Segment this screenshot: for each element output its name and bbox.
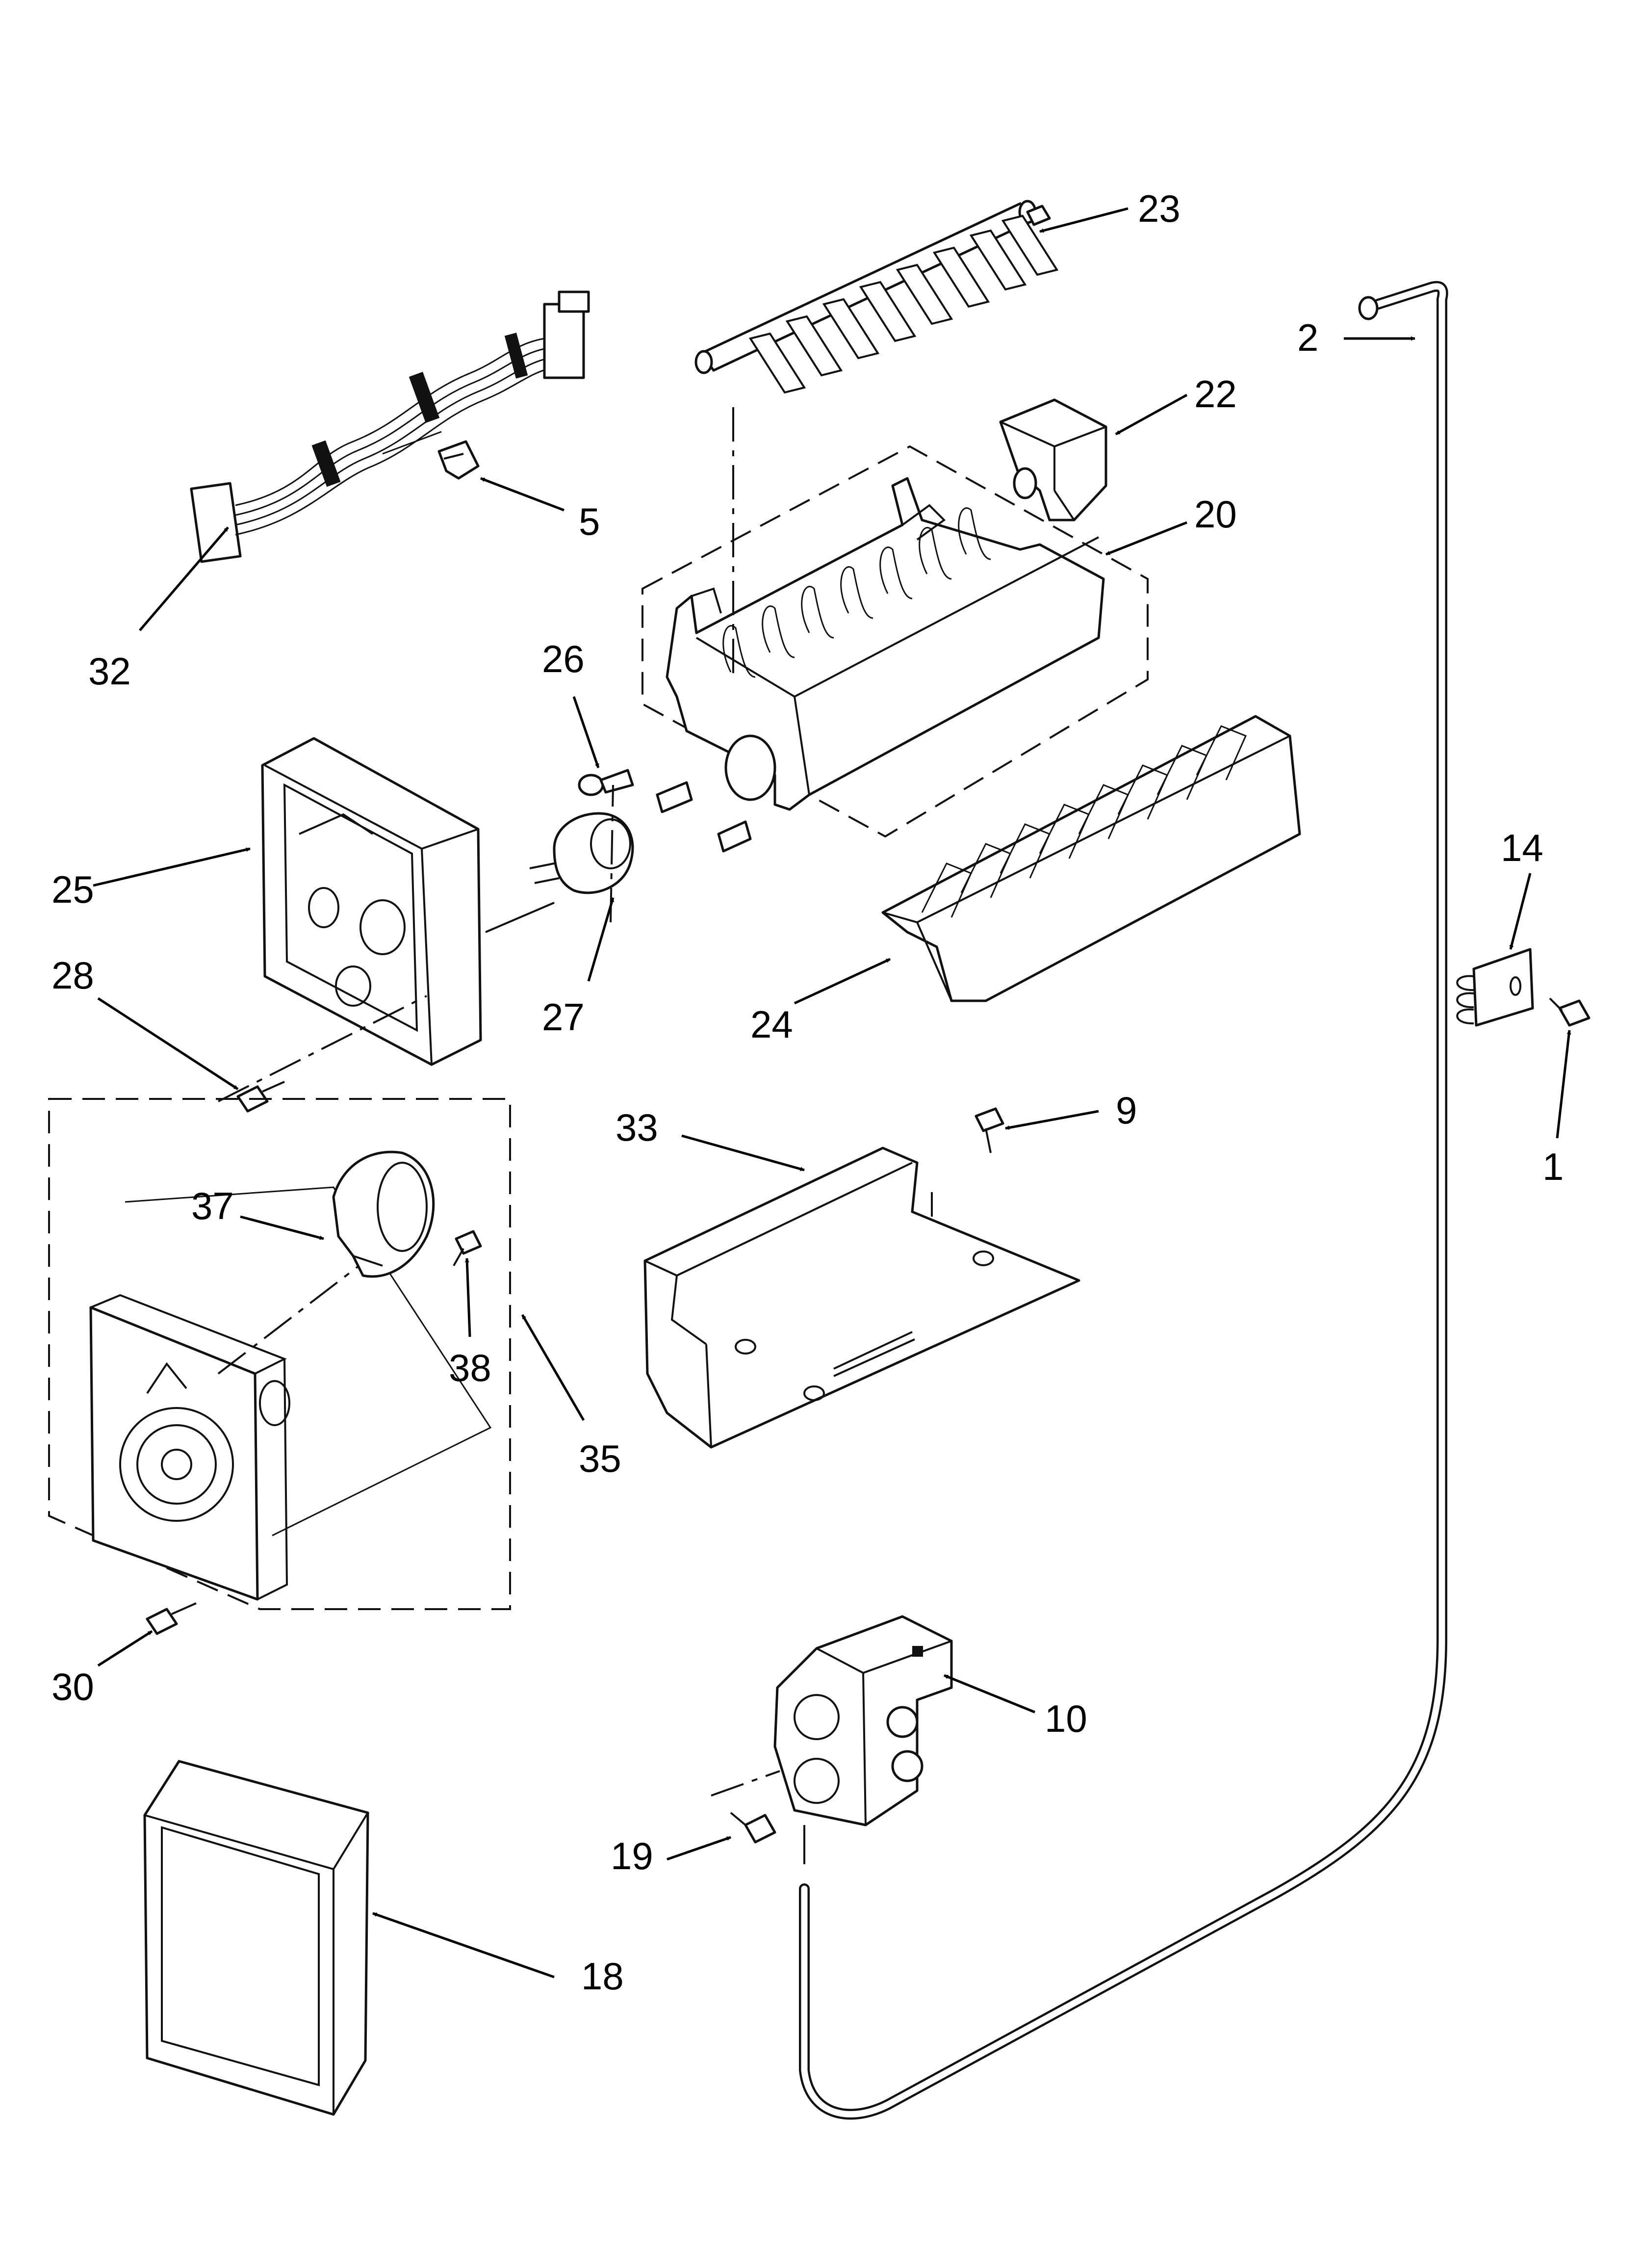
- callout-5: 5: [579, 500, 600, 543]
- leader-25: [93, 847, 251, 887]
- leader-18: [372, 1912, 555, 1979]
- part-28-screw: [236, 1081, 285, 1113]
- part-35-module-assembly: [48, 995, 511, 1610]
- part-37-motor: [332, 1150, 435, 1278]
- leader-22: [1115, 393, 1188, 436]
- part-25-control-housing: [261, 737, 555, 1066]
- leader-20: [1105, 521, 1187, 556]
- leader-37: [240, 1215, 324, 1240]
- part-24-ice-stripper: [881, 715, 1301, 1002]
- callout-22: 22: [1194, 372, 1237, 416]
- leader-28: [97, 997, 239, 1091]
- part-10-water-valve: [773, 1615, 953, 1864]
- callout-30: 30: [51, 1665, 94, 1708]
- part-30-screw: [146, 1602, 197, 1635]
- part-5-clip: [437, 440, 480, 480]
- part-20-ice-mold: [641, 445, 1149, 853]
- callout-9: 9: [1116, 1089, 1137, 1132]
- part-27-thermostat: [529, 812, 634, 894]
- callout-19: 19: [611, 1834, 653, 1877]
- leader-14: [1509, 873, 1532, 950]
- callout-10: 10: [1045, 1697, 1087, 1740]
- callout-14: 14: [1501, 826, 1543, 869]
- leader-9: [1005, 1110, 1099, 1130]
- leader-32: [139, 526, 229, 631]
- part-9-screw: [975, 1107, 1004, 1153]
- leader-38: [464, 1258, 471, 1337]
- part-19-screw: [730, 1812, 776, 1844]
- callout-1: 1: [1542, 1145, 1564, 1188]
- leader-lines: [93, 207, 1571, 1979]
- callout-labels: 23 2 22 20 5 32 26 27 25 28 14 24 1 9 33…: [51, 187, 1564, 1998]
- alignment-line: [711, 1770, 780, 1797]
- part-22-fill-cup: [999, 398, 1107, 521]
- leader-10: [944, 1674, 1035, 1714]
- leader-24: [794, 958, 891, 1005]
- callout-27: 27: [542, 995, 585, 1039]
- part-33-cover: [643, 1147, 1080, 1449]
- leader-33: [681, 1134, 805, 1172]
- part-23-ejector-blade: [694, 200, 1059, 394]
- leader-23: [1039, 207, 1129, 233]
- callout-2: 2: [1297, 316, 1318, 359]
- callout-18: 18: [581, 1955, 624, 1998]
- callout-33: 33: [616, 1106, 658, 1149]
- callout-32: 32: [88, 650, 131, 693]
- callout-38: 38: [449, 1346, 491, 1389]
- part-1-screw: [1549, 997, 1591, 1027]
- part-18-insulation-pad: [143, 1760, 369, 2116]
- callout-20: 20: [1194, 493, 1237, 536]
- part-26-pin: [578, 769, 634, 796]
- callout-25: 25: [51, 868, 94, 911]
- part-2-fill-tube: [799, 281, 1448, 2120]
- callout-28: 28: [51, 954, 94, 997]
- callout-26: 26: [542, 637, 585, 680]
- part-38-screw: [453, 1230, 482, 1266]
- callout-35: 35: [579, 1437, 621, 1480]
- callout-37: 37: [191, 1184, 234, 1227]
- leader-5: [480, 477, 564, 512]
- callout-23: 23: [1138, 187, 1180, 230]
- callout-24: 24: [750, 1003, 793, 1046]
- leader-27: [587, 897, 615, 982]
- part-14-clamp: [1456, 948, 1534, 1027]
- leader-26: [572, 696, 600, 768]
- leader-30: [97, 1630, 153, 1667]
- part-32-wire-harness: [190, 290, 590, 563]
- leader-35: [521, 1314, 585, 1421]
- leader-19: [667, 1836, 731, 1861]
- leader-1: [1556, 1030, 1571, 1139]
